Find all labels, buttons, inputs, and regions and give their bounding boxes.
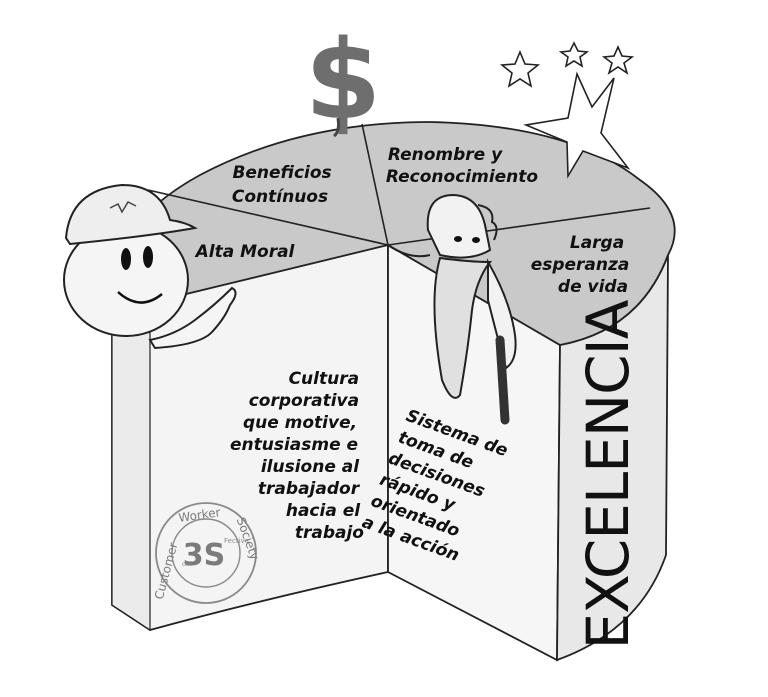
big-star-icon [523,71,631,179]
label-renombre: Renombre y Reconocimiento [386,145,539,187]
cane-icon [495,335,510,425]
worker-smile [117,291,163,304]
small-star-icon [558,41,590,68]
old-man-body [487,258,517,370]
dollar-hook [333,117,340,138]
worker-character [63,183,237,350]
seal-center-text: 3S [183,538,225,573]
old-man-eye [454,236,462,242]
small-star-icon [499,49,541,88]
worker-eye-right [143,246,153,268]
seal-inner-ring [171,518,241,588]
old-man-beard [433,256,493,399]
slice-line-2 [361,123,389,246]
old-man-character [387,193,517,425]
old-man-arm [387,244,431,258]
old-man-hair [477,204,498,241]
dollar-icon: $ [305,16,382,144]
pie-top [109,121,676,346]
label-cultura-corporativa: Cultura corporativa que motive, entusias… [230,369,366,543]
label-alta-moral: Alta Moral [194,242,296,262]
cylinder-left-wall [111,311,151,632]
label-larga-esperanza: Larga esperanza de vida [531,233,636,297]
small-star-icon [601,45,635,75]
seal-text-top: Worker [178,505,222,525]
slice-line-1 [147,189,389,246]
seal-small-text: Fectiva [224,537,249,545]
cap-logo-icon [109,201,137,214]
label-beneficios: Beneficios Contínuos [232,163,338,207]
worker-arm [148,286,237,350]
worker-eye-left [121,248,131,270]
worker-cap [64,183,198,246]
old-man-eye [472,237,480,243]
label-excelencia: EXCELENCIA [574,299,642,649]
seal-tiny-text: cali [182,561,193,568]
seal-outer-ring [155,502,257,604]
stars-icon [499,41,635,179]
